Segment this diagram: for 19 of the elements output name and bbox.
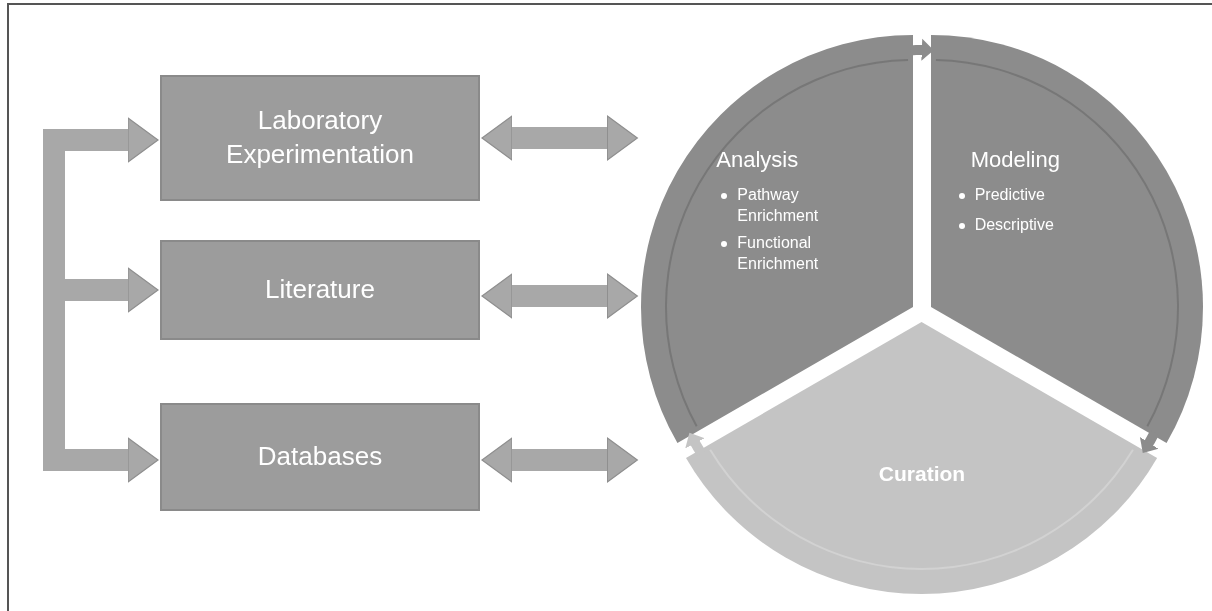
box-label: Literature: [265, 273, 375, 307]
box-label: Laboratory Experimentation: [225, 104, 415, 171]
segment-title: Analysis: [716, 147, 799, 173]
segment-title: Modeling: [970, 147, 1060, 173]
cycle-arrow: [1138, 430, 1159, 456]
source-box: [160, 240, 480, 340]
source-box: [160, 75, 480, 201]
bullet-text: Functional Enrichment: [737, 233, 820, 274]
double-arrow: [481, 437, 638, 483]
bullet-text: Pathway Enrichment: [737, 185, 820, 226]
bullet-text: Predictive: [974, 185, 1046, 205]
segment-title: Curation: [877, 462, 967, 486]
double-arrow: [481, 273, 638, 319]
cycle-arrow: [685, 430, 706, 456]
double-arrow: [481, 115, 638, 161]
block-arrow: [43, 338, 159, 483]
box-label: Databases: [257, 440, 383, 474]
source-box: [160, 403, 480, 511]
bullet-text: Descriptive: [974, 215, 1055, 235]
